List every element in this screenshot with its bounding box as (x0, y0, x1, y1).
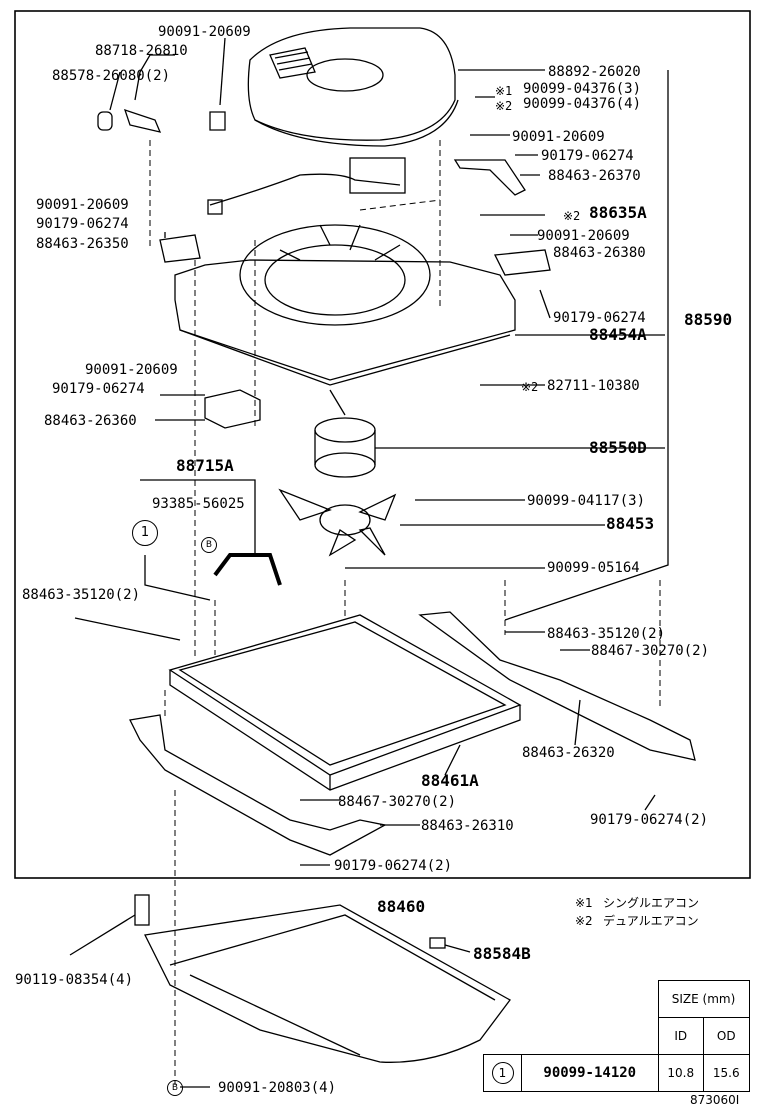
size-row-id: 10.8 (657, 1054, 704, 1092)
label-p15: 88463-26380 (553, 245, 646, 261)
label-p19: 90091-20609 (85, 362, 178, 378)
label-p37: 90179-06274(2) (334, 858, 453, 874)
fan-motor-part (314, 389, 376, 478)
label-p7: 90091-20609 (512, 129, 605, 145)
label-p25: 93385-56025 (152, 496, 245, 512)
label-p32: 88463-26320 (522, 745, 615, 761)
size-row-marker-cell: 1 (483, 1054, 522, 1092)
label-p30: 88463-35120(2) (547, 626, 666, 642)
label-p11: 90179-06274 (36, 216, 129, 232)
fan-shroud-part (174, 224, 516, 386)
label-p12: 88463-26350 (36, 236, 129, 252)
label-p40: 88584B (473, 944, 531, 963)
label-p27: 88453 (606, 514, 655, 533)
size-row-part: 90099-14120 (521, 1054, 659, 1092)
label-p20: 90179-06274 (52, 381, 145, 397)
label-p22: 88463-26360 (44, 413, 137, 429)
label-p21: 82711-10380 (547, 378, 640, 394)
note-1-mark: ※1 (575, 896, 593, 910)
hose-part (213, 553, 282, 586)
size-row-od: 15.6 (703, 1054, 750, 1092)
note-1: シングルエアコン (603, 896, 700, 910)
label-p18: 88454A (589, 325, 647, 344)
harness-part (209, 173, 401, 206)
assembly-frame (14, 10, 751, 879)
size-header: SIZE (mm) (657, 980, 750, 1018)
label-p8: 90179-06274 (541, 148, 634, 164)
label-p9: 88463-26370 (548, 168, 641, 184)
clip-part (97, 108, 162, 133)
label-p6-mark: ※2 (495, 99, 513, 113)
label-p2: 88718-26810 (95, 43, 188, 59)
label-p16: 90179-06274 (553, 310, 646, 326)
circle-marker-b-bottom: B (167, 1080, 183, 1096)
label-p41: 90091-20803(4) (218, 1080, 337, 1096)
label-p35: 88467-30270(2) (338, 794, 457, 810)
bracket-26360 (204, 389, 261, 429)
bracket-26310 (129, 714, 387, 856)
bracket-26320 (418, 611, 696, 761)
label-p10: 90091-20609 (36, 197, 129, 213)
fan-blade-part (278, 488, 397, 557)
bolt-90119 (134, 894, 150, 926)
label-p21-mark: ※2 (521, 380, 539, 394)
label-p29: 88463-35120(2) (22, 587, 141, 603)
size-table: SIZE (mm) ID OD 1 90099-14120 10.8 15.6 (483, 980, 750, 1092)
label-p6: 90099-04376(4) (523, 96, 642, 112)
size-row-marker: 1 (491, 1062, 514, 1084)
condenser-part (168, 614, 522, 791)
label-p38: 88460 (377, 897, 426, 916)
label-p13-mark: ※2 (563, 209, 581, 223)
bracket-26370 (453, 159, 526, 196)
label-p13: 88635A (589, 203, 647, 222)
label-p23: 88550D (589, 438, 647, 457)
label-p24: 88715A (176, 456, 234, 475)
circle-marker-1: 1 (132, 520, 158, 546)
label-p17: 88590 (684, 310, 733, 329)
label-p36: 88463-26310 (421, 818, 514, 834)
bracket-26350 (159, 234, 201, 263)
label-p3: 88578-26080(2) (52, 68, 171, 84)
label-p4: 88892-26020 (548, 64, 641, 80)
label-p5: 90099-04376(3) (523, 81, 642, 97)
note-2-mark: ※2 (575, 914, 593, 928)
label-p39: 90119-08354(4) (15, 972, 134, 988)
under-cover-part (144, 904, 511, 1063)
label-p5-mark: ※1 (495, 84, 513, 98)
bolt-part (209, 111, 226, 131)
note-2: デュアルエアコン (603, 914, 699, 928)
figure-number: 873060I (690, 1093, 740, 1107)
label-p34: 90179-06274(2) (590, 812, 709, 828)
size-col-od: OD (703, 1017, 750, 1055)
bracket-26380 (493, 249, 551, 276)
label-p31: 88467-30270(2) (591, 643, 710, 659)
label-p1: 90091-20609 (158, 24, 251, 40)
size-col-id: ID (657, 1017, 704, 1055)
label-p28: 90099-05164 (547, 560, 640, 576)
circle-marker-b: B (201, 537, 217, 553)
cover-part (247, 27, 459, 147)
relay-part (349, 157, 406, 194)
label-p26: 90099-04117(3) (527, 493, 646, 509)
label-p14: 90091-20609 (537, 228, 630, 244)
label-p33: 88461A (421, 771, 479, 790)
